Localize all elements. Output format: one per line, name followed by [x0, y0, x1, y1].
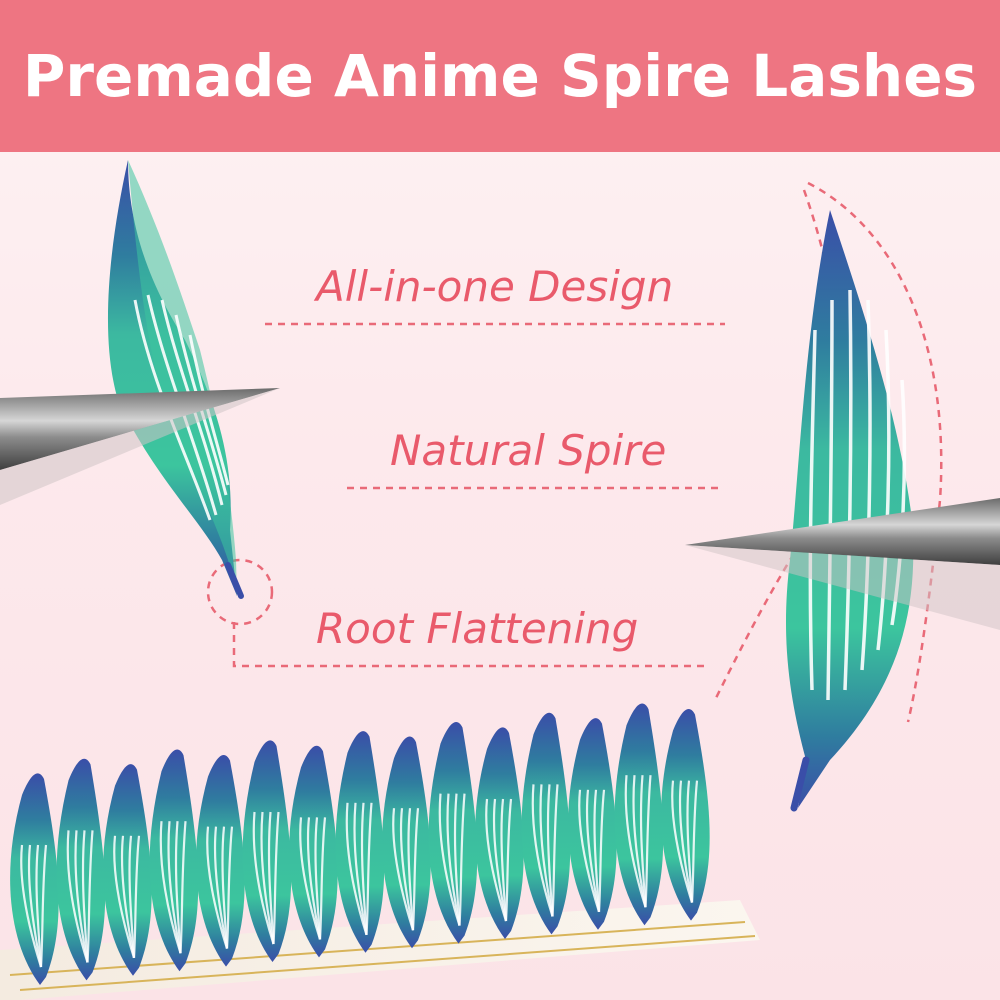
banner-title: Premade Anime Spire Lashes [22, 42, 978, 110]
strip-lash [382, 736, 431, 949]
strip-lash [149, 749, 199, 972]
strip-lash [10, 773, 59, 985]
guide-line-root [232, 622, 710, 668]
tweezer-icon [685, 498, 1000, 630]
strip-lash [521, 712, 571, 935]
strip-lash [196, 754, 245, 967]
lash-fan-icon [785, 210, 914, 812]
spire-outline-inner [713, 189, 842, 701]
strip-lash [428, 721, 478, 944]
lash-strip-row [10, 703, 710, 985]
feature-root-flattening: Root Flattening [316, 604, 639, 653]
strip-lash [56, 758, 106, 981]
strip-lash [475, 727, 524, 939]
strip-lash [614, 703, 664, 926]
strip-lash [289, 745, 338, 958]
feature-natural-spire: Natural Spire [390, 426, 667, 475]
strip-lash [568, 718, 617, 930]
strip-lash [661, 708, 710, 921]
guide-lines [206, 181, 943, 723]
spire-outline-outer [807, 181, 943, 723]
title-banner: Premade Anime Spire Lashes [0, 0, 1000, 152]
callout-circle-icon [206, 558, 274, 626]
strip-lash [335, 731, 385, 953]
strip-lash [103, 764, 152, 976]
feature-all-in-one-design: All-in-one Design [316, 262, 674, 311]
lash-fan-icon [107, 160, 244, 599]
tweezer-icon [0, 388, 280, 505]
strip-lash [242, 740, 292, 962]
